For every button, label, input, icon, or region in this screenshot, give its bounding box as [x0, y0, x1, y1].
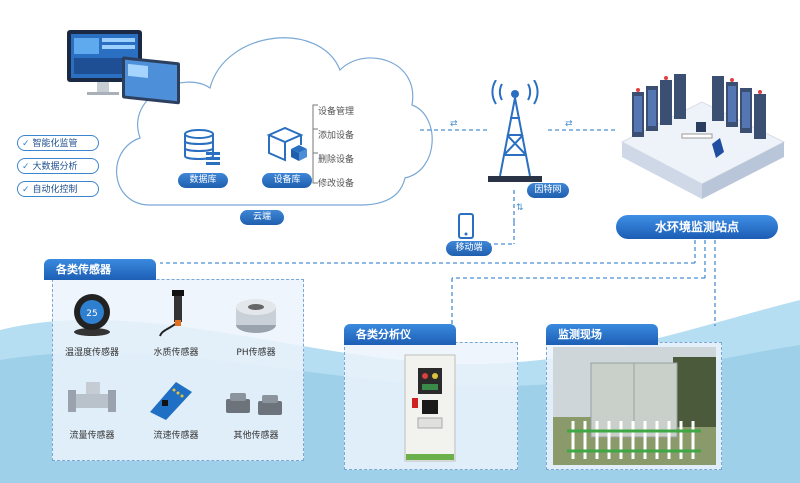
sensor-label-ph: PH传感器 [236, 348, 276, 358]
svg-text:⇄: ⇄ [565, 119, 573, 129]
mobile-phone-icon [458, 213, 474, 239]
check-icon: ✓ [22, 162, 30, 172]
feature-smart-supervision: ✓智能化监管 [17, 135, 99, 151]
temp-humidity-sensor-image: 25 [74, 294, 110, 336]
internet-label: 因特网 [527, 183, 569, 198]
sensor-label-flow-speed: 流速传感器 [153, 431, 199, 441]
feature-big-data: ✓大数据分析 [17, 158, 99, 174]
op-modify-device: 修改设备 [318, 179, 355, 189]
monitor-screens-image [67, 30, 180, 105]
radio-tower-icon [488, 80, 542, 182]
op-delete-device: 删除设备 [318, 155, 355, 165]
ops-bracket [312, 104, 318, 184]
sensors-title: 各类传感器 [44, 259, 156, 280]
flow-sensor-image [68, 382, 116, 412]
analyzers-title: 各类分析仪 [344, 324, 456, 345]
flow-speed-sensor-image [150, 382, 192, 420]
svg-text:⇄: ⇄ [450, 119, 458, 129]
op-add-device: 添加设备 [318, 131, 355, 141]
ph-sensor-image [236, 299, 276, 333]
check-icon: ✓ [22, 185, 30, 195]
database-label: 数据库 [178, 173, 228, 188]
check-icon: ✓ [22, 139, 30, 149]
svg-text:⇅: ⇅ [516, 203, 524, 213]
feature-automation: ✓自动化控制 [17, 181, 99, 197]
station-label: 水环境监测站点 [616, 215, 778, 239]
sensor-label-other: 其他传感器 [233, 431, 279, 441]
server-room-image [620, 74, 786, 199]
site-title: 监测现场 [546, 324, 658, 345]
mobile-label: 移动端 [446, 241, 492, 256]
water-quality-sensor-image [159, 290, 184, 337]
svg-text:25: 25 [86, 309, 97, 319]
analyzer-cabinet-image [404, 354, 456, 462]
other-sensor-image [226, 393, 282, 415]
database-icon [184, 129, 220, 165]
op-device-manage: 设备管理 [318, 107, 355, 117]
device-lib-label: 设备库 [262, 173, 312, 188]
cloud-title: 云端 [240, 210, 284, 225]
monitoring-site-photo [553, 347, 716, 465]
sensor-label-water-quality: 水质传感器 [153, 348, 199, 358]
sensor-label-flow: 流量传感器 [69, 431, 115, 441]
device-box-icon [266, 126, 307, 162]
device-ops-list: 设备管理 添加设备 删除设备 修改设备 [318, 100, 354, 196]
sensor-label-temp-humidity: 温湿度传感器 [64, 348, 119, 358]
